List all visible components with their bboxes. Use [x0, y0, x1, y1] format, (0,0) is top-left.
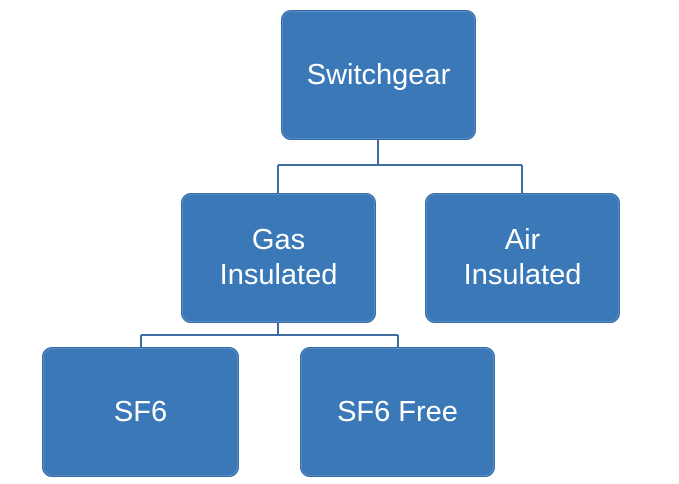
node-sf6-free: SF6 Free [300, 347, 495, 477]
node-air-insulated-label: Air Insulated [463, 224, 582, 291]
node-sf6-free-label: SF6 Free [337, 395, 458, 428]
node-gas-insulated-label: Gas Insulated [219, 224, 338, 291]
node-air-insulated: Air Insulated [425, 193, 620, 323]
node-sf6: SF6 [42, 347, 239, 477]
node-gas-insulated: Gas Insulated [181, 193, 376, 323]
node-switchgear: Switchgear [281, 10, 476, 140]
node-sf6-label: SF6 [113, 395, 168, 428]
node-switchgear-label: Switchgear [306, 58, 451, 91]
